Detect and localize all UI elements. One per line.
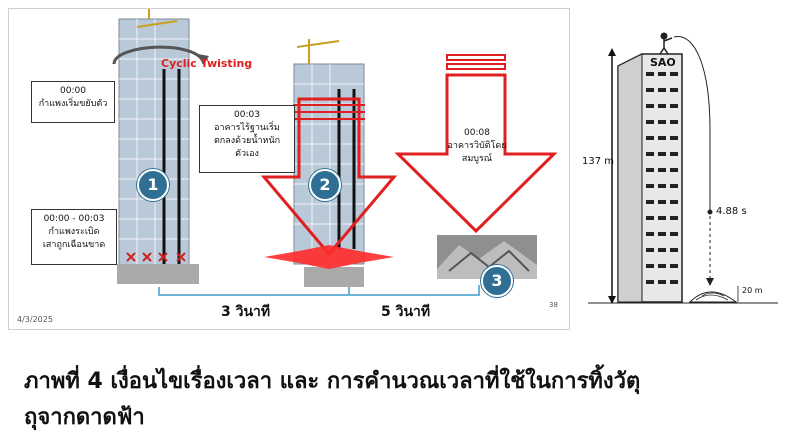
caption-line-2: ถุจากดาดฟ้า	[24, 405, 145, 430]
callout-time: 00:00	[60, 86, 86, 96]
callout-text: ตัวเอง	[235, 149, 259, 159]
collapse-illustration	[112, 9, 558, 296]
building-stage-2	[260, 39, 398, 287]
fall-arrow-3	[394, 54, 558, 234]
slide-page-number: 38	[549, 301, 558, 309]
timeline-bracket-1	[158, 287, 350, 296]
callout-text: กำแพงระเบิด	[48, 227, 100, 237]
callout-time: 00:08	[464, 128, 490, 138]
callout-0000: 00:00 กำแพงเริ่มขยับตัว	[31, 81, 115, 123]
building-windows	[646, 72, 678, 284]
callout-text: กำแพงเริ่มขยับตัว	[38, 99, 108, 109]
cyclic-twisting-label: Cyclic Twisting	[161, 57, 253, 70]
caption-line-1: ภาพที่ 4 เงื่อนไขเรื่องเวลา และ การคำนวณ…	[24, 369, 641, 394]
callout-text: ตกลงด้วยน้ำหนัก	[213, 136, 281, 146]
person-icon	[659, 32, 673, 55]
duration-3-seconds: 3 วินาที	[221, 304, 271, 320]
stage-badge-1: 1	[137, 169, 169, 201]
explosion-burst	[264, 245, 394, 269]
timeline-bracket-2	[348, 285, 480, 296]
pile-height-label: 20 m	[742, 286, 763, 295]
building-sign: SAO	[650, 56, 676, 69]
callout-text: อาคารไร้ฐานเริ่ม	[214, 123, 280, 133]
height-label: 137 m	[582, 156, 615, 167]
fall-time-label: 4.88 s	[716, 206, 747, 217]
figure-caption: ภาพที่ 4 เงื่อนไขเรื่องเวลา และ การคำนวณ…	[24, 364, 784, 436]
callout-text: เสาถูกเฉือนขาด	[42, 240, 106, 250]
callout-0008: 00:08 อาคารวิบัติโดย สมบูรณ์	[429, 127, 525, 166]
shear-marks	[126, 252, 186, 262]
slide-date: 4/3/2025	[17, 315, 53, 324]
fall-point-marker	[707, 209, 713, 215]
stage-badge-3: 3	[481, 265, 513, 297]
fall-trajectory	[673, 36, 711, 210]
callout-0003: 00:03 อาคารไร้ฐานเริ่ม ตกลงด้วยน้ำหนัก ต…	[199, 105, 295, 173]
duration-5-seconds: 5 วินาที	[381, 304, 431, 320]
stage-badge-2: 2	[309, 169, 341, 201]
free-fall-panel: SAO 137 m 4.88 s 20 m	[578, 10, 788, 328]
callout-text: อาคารวิบัติโดย	[447, 141, 507, 151]
collapse-timeline-panel: Cyclic Twisting 00:00 กำแพงเริ่มขยับตัว …	[8, 8, 570, 330]
building-stage-1	[112, 9, 209, 284]
free-fall-illustration	[588, 32, 778, 304]
callout-time: 00:03	[234, 110, 260, 120]
callout-0000-0003: 00:00 - 00:03 กำแพงระเบิด เสาถูกเฉือนขาด	[31, 209, 117, 265]
callout-text: สมบูรณ์	[461, 154, 493, 164]
callout-time: 00:00 - 00:03	[43, 214, 105, 224]
debris-pile	[688, 291, 738, 303]
